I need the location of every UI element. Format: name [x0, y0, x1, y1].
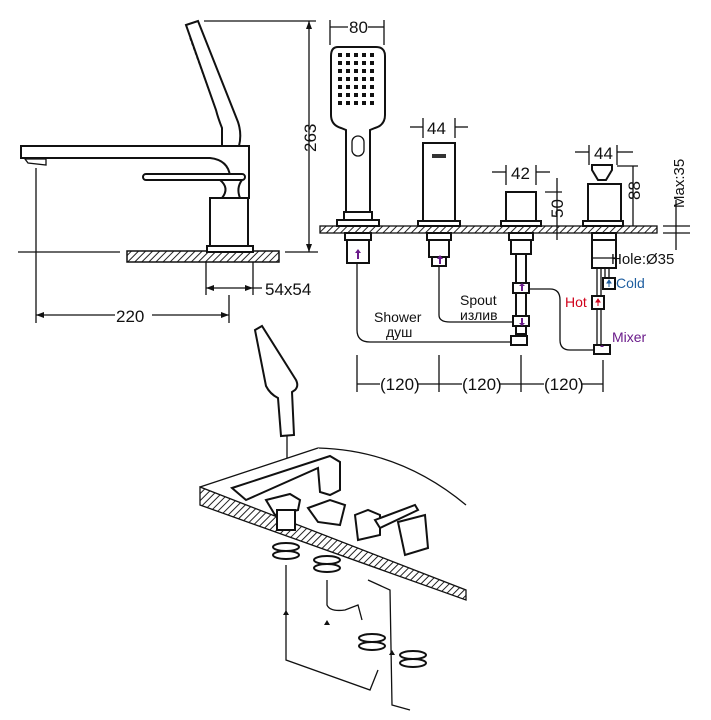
- spacing-2: (120): [462, 375, 502, 394]
- spray-nozzle: [338, 61, 342, 65]
- spray-nozzle: [354, 61, 358, 65]
- spray-nozzle: [338, 69, 342, 73]
- spray-nozzle: [362, 93, 366, 97]
- side-handshower: [184, 19, 242, 147]
- reach-dimension: 220: [116, 307, 144, 326]
- washer: [313, 563, 341, 573]
- spray-nozzle: [362, 101, 366, 105]
- spout-label-ru: излив: [460, 307, 498, 323]
- mixer-width: 44: [594, 144, 613, 163]
- mixer-height: 88: [625, 181, 644, 200]
- washer: [272, 550, 300, 560]
- spout-width: 44: [427, 119, 446, 138]
- spray-nozzle: [338, 85, 342, 89]
- mixer-label: Mixer: [612, 329, 647, 345]
- spray-nozzle: [354, 101, 358, 105]
- front-deck: [319, 225, 658, 234]
- spacing-1: (120): [380, 375, 420, 394]
- washer: [399, 650, 427, 660]
- spray-nozzle: [354, 53, 358, 57]
- diverter-width: 42: [511, 164, 530, 183]
- washer: [358, 641, 386, 651]
- spray-nozzle: [338, 101, 342, 105]
- spray-nozzle: [370, 93, 374, 97]
- diverter-height: 50: [548, 199, 567, 218]
- spray-nozzle: [346, 77, 350, 81]
- spray-nozzle: [346, 61, 350, 65]
- spray-nozzle: [346, 69, 350, 73]
- shower-label-en: Shower: [374, 309, 422, 325]
- front-mixer: 44 88 Hole:Ø35: [575, 144, 674, 355]
- spray-nozzle: [346, 93, 350, 97]
- spray-nozzle: [362, 61, 366, 65]
- spray-nozzle: [338, 77, 342, 81]
- shower-label-ru: душ: [386, 324, 412, 340]
- spray-nozzle: [354, 69, 358, 73]
- spray-nozzle: [370, 77, 374, 81]
- spray-nozzle: [346, 101, 350, 105]
- spray-nozzle: [362, 53, 366, 57]
- spray-nozzle: [346, 85, 350, 89]
- spray-nozzle: [354, 85, 358, 89]
- front-handshower: 80: [329, 18, 386, 264]
- washer: [272, 542, 300, 552]
- handshower-width: 80: [349, 18, 368, 37]
- hot-label: Hot: [565, 294, 587, 310]
- spray-nozzle: [346, 53, 350, 57]
- spray-nozzle: [362, 69, 366, 73]
- spray-nozzle: [354, 77, 358, 81]
- spray-nozzle: [338, 53, 342, 57]
- spacing-3: (120): [544, 375, 584, 394]
- deck-max-dimension: Max:35: [671, 159, 688, 208]
- spray-nozzle: [338, 93, 342, 97]
- side-view: 263 54x54 220: [18, 19, 320, 326]
- spray-nozzle: [370, 85, 374, 89]
- hole-diameter: Hole:Ø35: [611, 251, 674, 268]
- side-deck: [126, 250, 280, 263]
- spray-nozzle: [362, 85, 366, 89]
- front-view: Max:35 80 44: [319, 18, 690, 394]
- spray-nozzle: [370, 61, 374, 65]
- front-spout: 44: [410, 118, 468, 267]
- isometric-view: [199, 324, 470, 711]
- height-dimension: 263: [301, 124, 320, 152]
- cold-label: Cold: [616, 275, 645, 291]
- spout-label-en: Spout: [460, 292, 497, 308]
- washer: [313, 555, 341, 565]
- front-diverter: 42 50: [492, 164, 567, 346]
- spray-nozzle: [362, 77, 366, 81]
- spray-nozzle: [370, 53, 374, 57]
- spray-nozzle: [370, 101, 374, 105]
- side-spout: [20, 145, 250, 199]
- base-dimension: 54x54: [265, 280, 311, 299]
- washer: [358, 633, 386, 643]
- spray-nozzle: [370, 69, 374, 73]
- washer: [399, 658, 427, 668]
- spray-nozzle: [354, 93, 358, 97]
- iso-handshower: [253, 324, 299, 438]
